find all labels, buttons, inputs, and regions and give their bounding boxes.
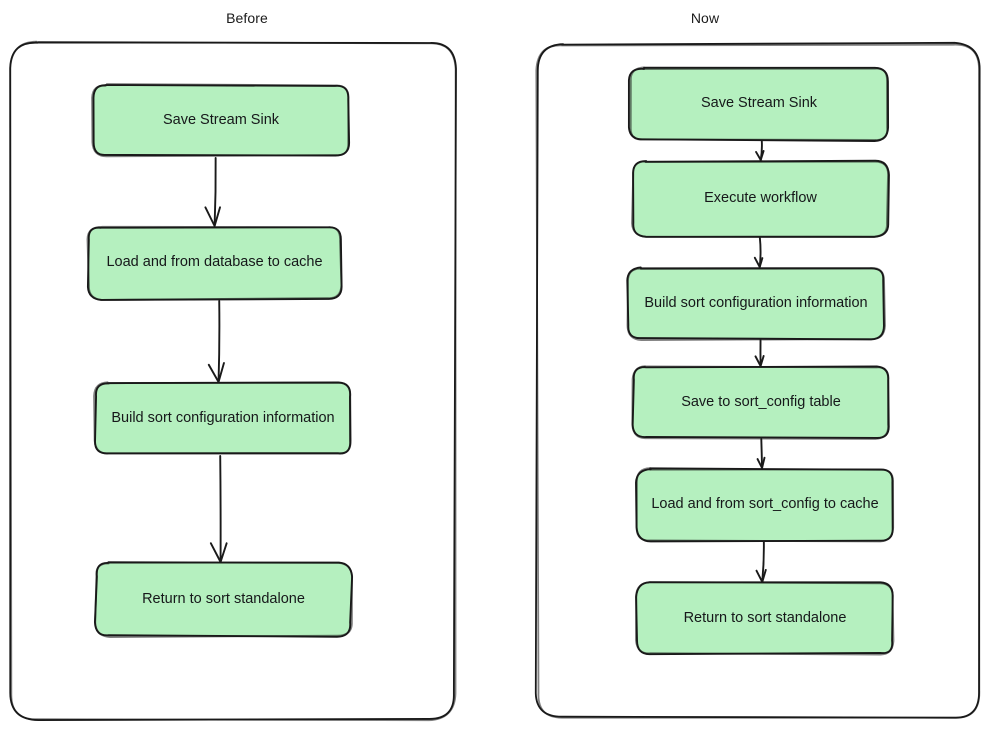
- node-save-stream-sink-before[interactable]: Save Stream Sink: [93, 85, 349, 156]
- node-label: Load and from database to cache: [106, 254, 323, 271]
- node-load-from-sort-config-to-cache[interactable]: Load and from sort_config to cache: [637, 469, 893, 541]
- panel-title-now: Now: [690, 10, 720, 26]
- node-build-sort-configuration-information-now[interactable]: Build sort configuration information: [628, 268, 884, 339]
- node-label: Save Stream Sink: [700, 95, 818, 112]
- node-save-stream-sink-now[interactable]: Save Stream Sink: [630, 68, 888, 140]
- node-build-sort-configuration-information-before[interactable]: Build sort configuration information: [95, 383, 351, 454]
- node-return-to-sort-standalone-before[interactable]: Return to sort standalone: [96, 563, 351, 636]
- node-label: Return to sort standalone: [683, 609, 847, 626]
- node-label: Build sort configuration information: [644, 294, 868, 311]
- node-label: Load and from sort_config to cache: [651, 496, 879, 513]
- node-label: Save Stream Sink: [162, 111, 280, 128]
- node-save-to-sort-config-table[interactable]: Save to sort_config table: [633, 367, 889, 438]
- panel-title-before: Before: [226, 10, 268, 26]
- node-load-from-database-to-cache[interactable]: Load and from database to cache: [88, 227, 341, 299]
- node-label: Execute workflow: [704, 189, 817, 206]
- node-label: Build sort configuration information: [111, 409, 335, 426]
- node-execute-workflow[interactable]: Execute workflow: [633, 161, 888, 236]
- node-label: Return to sort standalone: [142, 590, 305, 607]
- node-label: Save to sort_config table: [681, 393, 841, 410]
- node-return-to-sort-standalone-now[interactable]: Return to sort standalone: [637, 583, 893, 654]
